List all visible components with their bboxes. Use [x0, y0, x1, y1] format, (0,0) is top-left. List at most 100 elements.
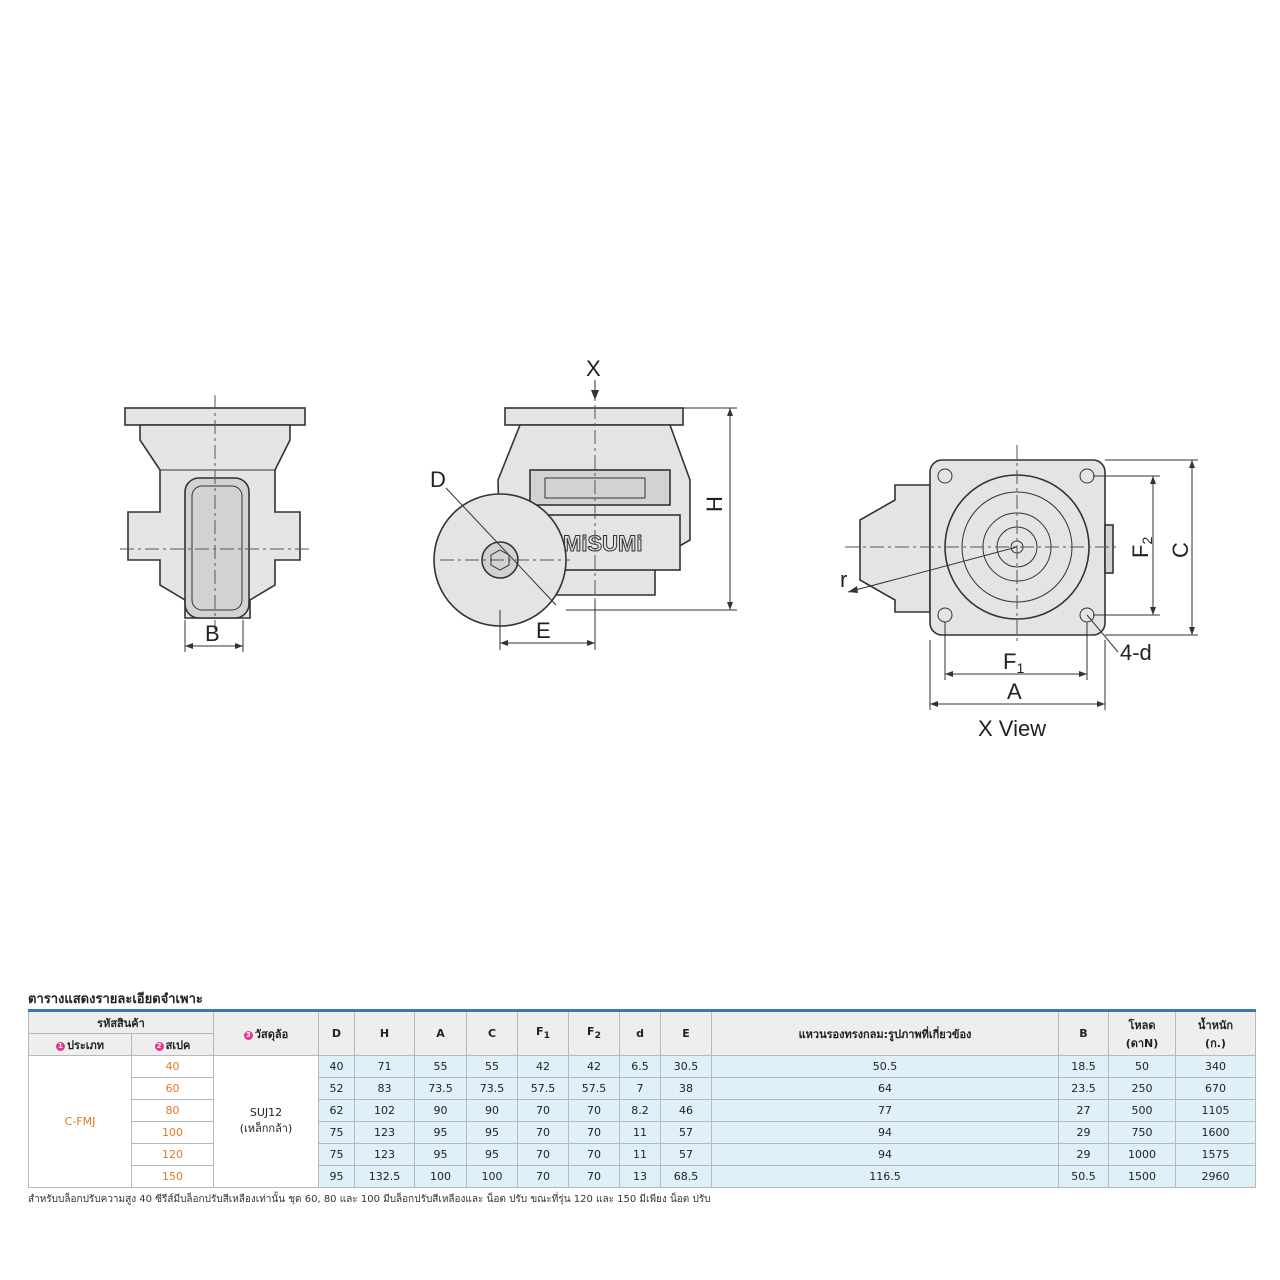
header-C: C [466, 1010, 518, 1056]
cell-weight: 2960 [1175, 1165, 1256, 1188]
header-product-code: รหัสสินค้า [28, 1010, 214, 1034]
cell-d: 75 [318, 1121, 355, 1144]
cell-d: 6.5 [619, 1055, 661, 1078]
cell-c: 95 [466, 1143, 518, 1166]
cell-f1: 70 [517, 1121, 569, 1144]
footnote: สำหรับบล็อกปรับความสูง 40 ซีรีส์มีบล็อกป… [28, 1194, 711, 1205]
cell-a: 95 [414, 1143, 467, 1166]
dim-e-label: E [536, 618, 551, 643]
x-axis-label: X [586, 356, 601, 381]
type-cell: C-FMJ [28, 1055, 132, 1188]
cell-f2: 70 [568, 1121, 620, 1144]
cell-bearing: 94 [711, 1143, 1059, 1166]
cell-load: 500 [1108, 1099, 1176, 1122]
dim-f2-label: F2 [1128, 537, 1155, 558]
spec-cell: 100 [131, 1121, 214, 1144]
cell-f1: 70 [517, 1165, 569, 1188]
dim-b-label: B [205, 621, 220, 646]
spec-table-title: ตารางแสดงรายละเอียดจำเพาะ [28, 992, 203, 1007]
spec-cell: 120 [131, 1143, 214, 1166]
spec-cell: 150 [131, 1165, 214, 1188]
cell-e: 46 [660, 1099, 712, 1122]
cell-c: 95 [466, 1121, 518, 1144]
cell-weight: 1105 [1175, 1099, 1256, 1122]
cell-b: 29 [1058, 1143, 1109, 1166]
cell-a: 73.5 [414, 1077, 467, 1100]
header-B: B [1058, 1010, 1109, 1056]
header-F1: F1 [517, 1010, 569, 1056]
cell-d: 95 [318, 1165, 355, 1188]
dim-d-label: D [430, 467, 446, 492]
material-cell: SUJ12(เหล็กกล้า) [213, 1055, 319, 1188]
cell-bearing: 64 [711, 1077, 1059, 1100]
cell-weight: 1575 [1175, 1143, 1256, 1166]
cell-f1: 70 [517, 1099, 569, 1122]
cell-bearing: 77 [711, 1099, 1059, 1122]
header-E: E [660, 1010, 712, 1056]
header-d: d [619, 1010, 661, 1056]
cell-e: 38 [660, 1077, 712, 1100]
cell-e: 57 [660, 1121, 712, 1144]
cell-d: 52 [318, 1077, 355, 1100]
cell-c: 55 [466, 1055, 518, 1078]
cell-f1: 70 [517, 1143, 569, 1166]
cell-e: 30.5 [660, 1055, 712, 1078]
cell-a: 95 [414, 1121, 467, 1144]
cell-weight: 670 [1175, 1077, 1256, 1100]
cell-f2: 42 [568, 1055, 620, 1078]
cell-load: 1500 [1108, 1165, 1176, 1188]
cell-a: 55 [414, 1055, 467, 1078]
cell-f2: 57.5 [568, 1077, 620, 1100]
cell-d: 11 [619, 1121, 661, 1144]
cell-f1: 57.5 [517, 1077, 569, 1100]
cell-f1: 42 [517, 1055, 569, 1078]
spec-cell: 80 [131, 1099, 214, 1122]
header-F2: F2 [568, 1010, 620, 1056]
cell-c: 100 [466, 1165, 518, 1188]
cell-b: 18.5 [1058, 1055, 1109, 1078]
cell-bearing: 50.5 [711, 1055, 1059, 1078]
cell-h: 132.5 [354, 1165, 415, 1188]
header-bearing: แหวนรองทรงกลม:รูปภาพที่เกี่ยวข้อง [711, 1010, 1059, 1056]
cell-weight: 1600 [1175, 1121, 1256, 1144]
x-view: r F2 C 4-d F1 A X View [840, 445, 1198, 741]
cell-bearing: 116.5 [711, 1165, 1059, 1188]
x-view-title: X View [978, 716, 1046, 741]
spec-cell: 40 [131, 1055, 214, 1078]
dim-r-label: r [840, 567, 847, 592]
cell-load: 50 [1108, 1055, 1176, 1078]
cell-d: 62 [318, 1099, 355, 1122]
cell-f2: 70 [568, 1099, 620, 1122]
header-D: D [318, 1010, 355, 1056]
cell-d: 40 [318, 1055, 355, 1078]
cell-c: 73.5 [466, 1077, 518, 1100]
cell-load: 750 [1108, 1121, 1176, 1144]
cell-d: 8.2 [619, 1099, 661, 1122]
header-weight: น้ำหนัก(ก.) [1175, 1010, 1256, 1056]
dim-a-label: A [1007, 679, 1022, 704]
cell-d: 75 [318, 1143, 355, 1166]
technical-drawings: B MiSUMi X D H E [120, 356, 1198, 741]
cell-d: 13 [619, 1165, 661, 1188]
cell-f2: 70 [568, 1143, 620, 1166]
dim-f1-label: F1 [1003, 649, 1024, 676]
cell-h: 123 [354, 1143, 415, 1166]
cell-c: 90 [466, 1099, 518, 1122]
cell-d: 11 [619, 1143, 661, 1166]
cell-e: 57 [660, 1143, 712, 1166]
cell-b: 29 [1058, 1121, 1109, 1144]
header-H: H [354, 1010, 415, 1056]
cell-a: 90 [414, 1099, 467, 1122]
cell-f2: 70 [568, 1165, 620, 1188]
cell-b: 23.5 [1058, 1077, 1109, 1100]
header-load: โหลด(ดาN) [1108, 1010, 1176, 1056]
